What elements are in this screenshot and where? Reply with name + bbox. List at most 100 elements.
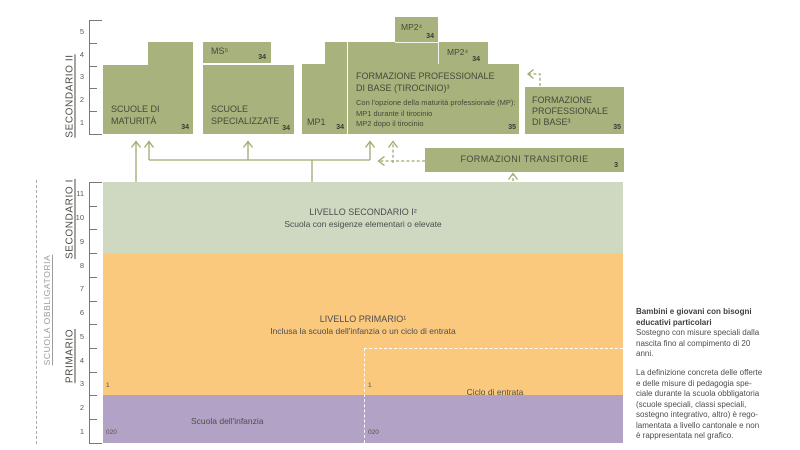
lower-tick-11: 11: [76, 189, 84, 198]
lower-axis-tick: [89, 419, 97, 420]
obbligatoria-dashed-line: [36, 180, 37, 444]
arrowhead-left-icon: [377, 155, 385, 167]
band-secondario1-subtitle: Scuola con esigenze elementari o elevate: [284, 219, 442, 229]
ciclo-entrata-divider-vertical: [364, 348, 365, 443]
box-mp1-label: MP1: [307, 116, 326, 127]
lower-axis-line: [89, 182, 90, 443]
band-secondario1-title-text: LIVELLO SECONDARIO I²: [309, 207, 417, 217]
arrowhead-up-icon: [143, 140, 155, 148]
box-scuole-specializzate-code: 34: [282, 125, 290, 132]
box-scuole-di-maturita-code: 34: [181, 124, 189, 131]
isced-code-ciclo-right: 020: [368, 429, 379, 436]
arrowhead-left-icon: [526, 68, 534, 80]
band-primario-title: LIVELLO PRIMARIO¹ Inclusa la scuola dell'…: [103, 313, 623, 337]
box-formazione-professionale-di-base: FORMAZIONE PROFESSIONALE DI BASE³ 35: [525, 87, 624, 134]
lower-tick-3: 3: [79, 379, 84, 388]
box-formazione-professionale-di-base-code: 35: [613, 124, 621, 131]
lower-axis-tick: [89, 277, 97, 278]
ciclo-entrata-divider-horizontal: [364, 348, 623, 349]
lower-tick-9: 9: [79, 237, 84, 246]
box-formazioni-transitorie-label: FORMAZIONI TRANSITORIE: [460, 154, 589, 164]
box-mp2-sopra-code: 34: [426, 33, 434, 40]
lower-axis-tick: [89, 348, 97, 349]
box-ms: MS⁵ 34: [203, 42, 271, 63]
lower-axis-cap-bottom: [89, 443, 102, 444]
isced-code-primario-left: 1: [106, 382, 110, 389]
upper-axis-tick: [89, 66, 97, 67]
box-mp1-code: 34: [336, 124, 344, 131]
upper-tick-5: 5: [79, 27, 84, 36]
lower-axis-tick: [89, 324, 97, 325]
box-formazione-tirocinio-subtitle: Con l'opzione della maturità professiona…: [356, 98, 516, 128]
band-primario-title-text: LIVELLO PRIMARIO¹: [319, 314, 407, 324]
lower-tick-10: 10: [75, 213, 84, 222]
lower-tick-1: 1: [79, 427, 84, 436]
arrowhead-up-icon: [507, 172, 519, 180]
upper-axis-line: [89, 20, 90, 134]
box-formazione-tirocinio-code: 35: [508, 124, 516, 131]
upper-tick-4: 4: [79, 50, 84, 59]
lower-tick-8: 8: [79, 261, 84, 270]
note-paragraph-1: Sostegno con misure speciali dalla nasci…: [636, 328, 760, 358]
lower-axis-tick: [89, 229, 97, 230]
box-formazione-tirocinio: FORMAZIONE PROFESSIONALE DI BASE (TIROCI…: [348, 64, 519, 134]
band-primario-subtitle: Inclusa la scuola dell'infanzia o un cic…: [270, 326, 456, 336]
box-ms-label: MS⁵: [211, 46, 229, 56]
box-formazione-tirocinio-title: FORMAZIONE PROFESSIONALE DI BASE (TIROCI…: [356, 71, 495, 93]
box-scuole-specializzate: SCUOLE SPECIALIZZATE 34: [203, 65, 294, 134]
upper-tick-3: 3: [79, 72, 84, 81]
box-mp2-sopra-label: MP2⁴: [401, 22, 423, 32]
mp1-tirocinio-dotted-divider: [347, 42, 348, 134]
box-formazione-professionale-di-base-label: FORMAZIONE PROFESSIONALE DI BASE³: [532, 95, 609, 127]
band-livello-secondario-1: [103, 182, 623, 253]
lower-tick-5: 5: [79, 332, 84, 341]
upper-axis-cap-bottom: [89, 134, 102, 135]
arrowhead-up-icon: [130, 140, 142, 148]
isced-code-infanzia-left: 020: [106, 429, 117, 436]
arrowhead-up-icon: [364, 140, 376, 148]
box-scuole-di-maturita-label: SCUOLE DI MATURITÀ: [111, 104, 160, 126]
isced-code-primario-right: 1: [368, 382, 372, 389]
box-mp2-dopo-code: 34: [472, 56, 480, 63]
lower-axis-tick: [89, 206, 97, 207]
lower-axis-tick: [89, 395, 97, 396]
lower-tick-4: 4: [79, 356, 84, 365]
upper-axis-tick: [89, 88, 97, 89]
box-scuole-di-maturita: SCUOLE DI MATURITÀ 34: [103, 65, 193, 134]
box-scuole-di-maturita-step: [148, 42, 193, 65]
upper-tick-2: 2: [79, 95, 84, 104]
band-scuola-infanzia: [103, 395, 623, 443]
upper-axis-tick: [89, 43, 97, 44]
arrowhead-up-icon: [242, 140, 254, 148]
upper-axis-tick: [89, 111, 97, 112]
lower-axis-cap-top: [89, 182, 102, 183]
lower-tick-7: 7: [79, 284, 84, 293]
box-formazioni-transitorie-code: 3: [614, 162, 618, 169]
box-mp2-dopo-label: MP2⁴: [447, 47, 469, 57]
note-heading: Bambini e giovani con bisogni educativi …: [636, 307, 752, 327]
band-livello-primario: [103, 253, 623, 395]
label-ciclo-entrata: Ciclo di entrata: [466, 387, 524, 397]
box-formazioni-transitorie: FORMAZIONI TRANSITORIE 3: [425, 148, 624, 172]
box-ms-code: 34: [258, 54, 266, 61]
box-mp1-step: [325, 42, 347, 64]
band-secondario1-title: LIVELLO SECONDARIO I² Scuola con esigenze…: [103, 206, 623, 230]
note-paragraph-2: La definizione concreta delle offerte e …: [636, 368, 763, 440]
lower-axis-tick: [89, 372, 97, 373]
label-scuola-infanzia: Scuola dell'infanzia: [191, 416, 264, 426]
box-mp1: MP1 34: [302, 64, 347, 134]
lower-tick-6: 6: [79, 308, 84, 317]
upper-axis-cap-top: [89, 20, 102, 21]
axis-label-scuola-obbligatoria: SCUOLA OBBLIGATORIA: [42, 254, 52, 366]
box-tirocinio-step: [348, 42, 438, 64]
lower-axis-tick: [89, 301, 97, 302]
box-mp2-sopra: MP2⁴ 34: [395, 17, 438, 43]
arrowhead-up-icon: [387, 140, 399, 148]
upper-tick-1: 1: [79, 118, 84, 127]
arrow-fpbase-to-tirocinio: [529, 73, 541, 86]
box-mp2-dopo: MP2⁴ 34: [438, 42, 488, 64]
lower-tick-2: 2: [79, 403, 84, 412]
box-scuole-specializzate-label: SCUOLE SPECIALIZZATE: [211, 104, 280, 126]
lower-axis-tick: [89, 253, 97, 254]
